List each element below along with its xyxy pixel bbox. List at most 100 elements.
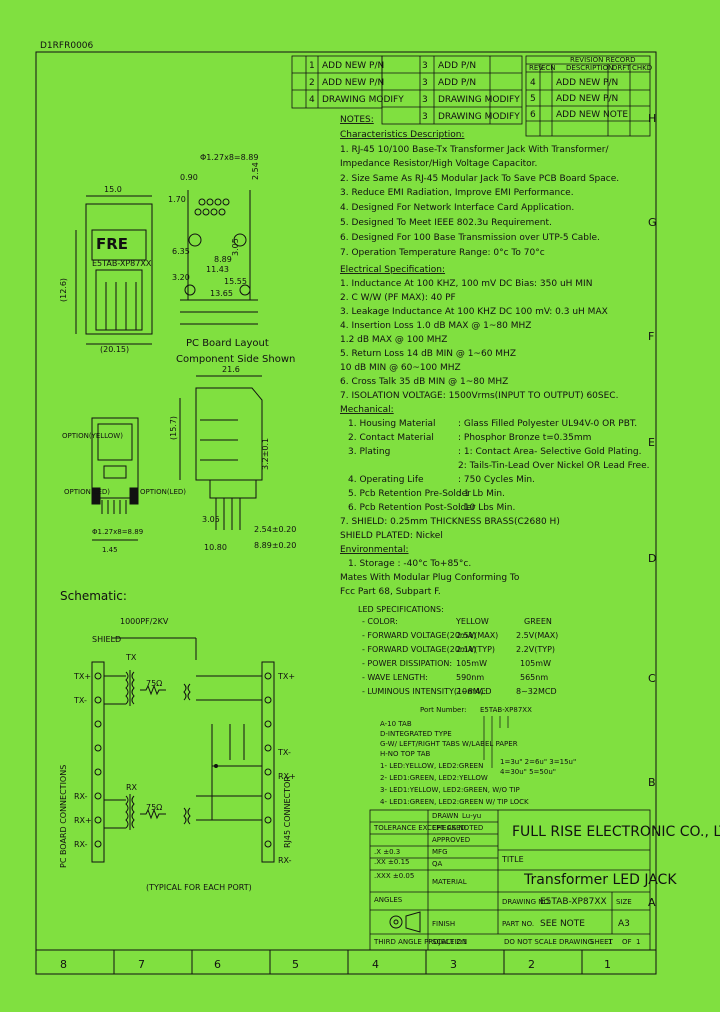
top-view-dims: 15.0 (12.6) (20.15) (59, 185, 129, 354)
svg-text:DRAWING NO.: DRAWING NO. (502, 898, 551, 906)
svg-text:PC BOARD CONNECTIONS: PC BOARD CONNECTIONS (59, 765, 68, 868)
svg-text:RJ45 CONNECTOR: RJ45 CONNECTOR (283, 776, 292, 848)
zone-number: 5 (292, 958, 299, 971)
zone-number: 7 (138, 958, 145, 971)
svg-text:TX: TX (125, 653, 137, 662)
svg-text:15.0: 15.0 (104, 185, 122, 194)
svg-text:REVISION RECORD: REVISION RECORD (570, 56, 636, 64)
svg-text:1- LED:YELLOW, LED2:GREEN: 1- LED:YELLOW, LED2:GREEN (380, 762, 483, 770)
svg-text:TX-: TX- (73, 696, 87, 705)
svg-text:DESCRIPTION: DESCRIPTION (566, 64, 613, 72)
svg-text:Mates With Modular Plug Confor: Mates With Modular Plug Conforming To (340, 573, 520, 583)
drawing-title: Transformer LED JACK (523, 872, 677, 888)
svg-text:2:1: 2:1 (456, 938, 467, 946)
svg-text:5. Return Loss 14 dB MIN: 5. Return Loss 14 dB MIN @ 1~60 MHZ (340, 349, 516, 359)
svg-text:1. RJ-45 10/100 Base-Tx Transf: 1. RJ-45 10/100 Base-Tx Transformer Jack… (340, 145, 609, 155)
revision-grid (291, 55, 651, 137)
capacitor-label: 1000PF/2KV (120, 617, 169, 626)
svg-text:590nm: 590nm (456, 673, 484, 682)
part-number-tree: Port Number: E5TAB-XP87XX A-10 TAB D-INT… (380, 706, 576, 806)
side-view-dims: 21.6 (15.7) 3.2±0.1 3.05 10.80 2.54±0.20… (169, 365, 296, 552)
svg-text:7. ISOLATION VOLTAGE: 1500Vrms: 7. ISOLATION VOLTAGE: 1500Vrms(INPUT TO … (340, 391, 618, 401)
svg-text:MFG: MFG (432, 848, 448, 856)
svg-text:21.6: 21.6 (222, 365, 240, 374)
svg-text:3: 3 (422, 95, 428, 105)
shield-label: SHIELD (92, 635, 121, 644)
svg-text:- FORWARD VOLTAGE(20mA): - FORWARD VOLTAGE(20mA) (362, 645, 476, 654)
part-tree-lines (483, 716, 509, 768)
svg-text:OPTION(LED): OPTION(LED) (64, 488, 110, 496)
svg-text:(15.7): (15.7) (169, 416, 178, 440)
svg-text:A3: A3 (618, 919, 630, 929)
svg-text:1.45: 1.45 (102, 546, 118, 554)
svg-text:: 1 Lb Min.: : 1 Lb Min. (458, 489, 505, 499)
svg-text:3. Plating: 3. Plating (348, 447, 390, 457)
svg-text:4: 4 (309, 95, 315, 105)
svg-text:3.20: 3.20 (172, 273, 190, 282)
svg-text:3.2±0.1: 3.2±0.1 (261, 438, 270, 470)
svg-text:6. Pcb Retention Post-Solder: 6. Pcb Retention Post-Solder (348, 503, 476, 513)
svg-text:6. Designed For 100 Base Trans: 6. Designed For 100 Base Transmission ov… (340, 233, 600, 243)
svg-text:(TYPICAL FOR EACH PORT): (TYPICAL FOR EACH PORT) (146, 883, 252, 892)
title-block-grid (369, 809, 651, 951)
zone-letter: D (648, 552, 656, 565)
svg-text:3.05: 3.05 (231, 238, 240, 256)
svg-text:4- LED1:GREEN, LED2:GREEN W/ T: 4- LED1:GREEN, LED2:GREEN W/ TIP LOCK (380, 798, 529, 806)
mech-heading: Mechanical: (340, 405, 394, 415)
svg-text:: 1: Contact Area- Selective G: : 1: Contact Area- Selective Gold Platin… (458, 447, 642, 457)
svg-text:.XXX ±0.05: .XXX ±0.05 (374, 872, 414, 880)
env-heading: Environmental: (340, 545, 409, 555)
zone-letter: G (648, 216, 657, 229)
svg-text:Lu-yu: Lu-yu (462, 812, 481, 820)
svg-text:4=30u" 5=50u": 4=30u" 5=50u" (500, 768, 556, 776)
svg-text:THIRD ANGLE PROJECTION: THIRD ANGLE PROJECTION (373, 938, 467, 946)
svg-text:105mW: 105mW (456, 659, 487, 668)
svg-text:1: 1 (636, 938, 640, 946)
svg-text:ADD P/N: ADD P/N (438, 78, 476, 88)
zone-numbers: 8 7 6 5 4 3 2 1 (60, 958, 611, 971)
svg-text:OF: OF (622, 938, 632, 946)
company-name: FULL RISE ELECTRONIC CO., LTD (512, 824, 720, 840)
svg-text:4. Designed For Network Interf: 4. Designed For Network Interface Card A… (340, 203, 574, 213)
revision-left-rows: 1 ADD NEW P/N 2 ADD NEW P/N 4 DRAWING MO… (309, 61, 404, 105)
svg-text:2.5V(MAX): 2.5V(MAX) (516, 631, 558, 640)
svg-text:8.89: 8.89 (214, 255, 232, 264)
zone-number: 3 (450, 958, 457, 971)
svg-text:Φ1.27x8=8.89: Φ1.27x8=8.89 (200, 153, 258, 162)
svg-text:SHEET: SHEET (590, 938, 614, 946)
svg-text:0.90: 0.90 (180, 173, 198, 182)
zone-letter: F (648, 330, 654, 343)
zone-number: 8 (60, 958, 67, 971)
svg-text:RX-: RX- (278, 856, 292, 865)
svg-text:CHKD: CHKD (632, 64, 652, 72)
svg-text:CHECKED: CHECKED (432, 824, 466, 832)
zone-number: 2 (528, 958, 535, 971)
svg-text:DRFT: DRFT (612, 64, 631, 72)
svg-text:RX+: RX+ (74, 816, 92, 825)
pcb-caption: PC Board Layout (186, 338, 269, 349)
svg-text:1. Storage : -40°c To+85°c.: 1. Storage : -40°c To+85°c. (348, 559, 471, 569)
svg-text:ANGLES: ANGLES (374, 896, 403, 904)
side-view-drawing (179, 375, 263, 530)
zone-number: 4 (372, 958, 379, 971)
schematic-labels: TX RX 75Ω 75Ω TX+ TX- RX+ RX- RX- TX+ TX… (59, 653, 296, 892)
svg-text:APPROVED: APPROVED (432, 836, 470, 844)
svg-text:2: 2 (309, 78, 315, 88)
pcb-dims: 15.55 13.65 11.43 8.89 2.54 3.05 6.35 1.… (168, 153, 260, 298)
svg-text:1: 1 (309, 61, 315, 71)
front-view-labels: OPTION(YELLOW) OPTION(LED) OPTION(LED) Φ… (62, 432, 186, 554)
svg-text:1. Housing Material: 1. Housing Material (348, 419, 435, 429)
zone-letter: C (648, 672, 656, 685)
svg-text:DRAWN: DRAWN (432, 812, 459, 820)
svg-text:- COLOR:: - COLOR: (362, 617, 398, 626)
zone-letter: B (648, 776, 656, 789)
svg-text:: Glass Filled Polyester UL94V: : Glass Filled Polyester UL94V-0 OR PBT. (458, 419, 637, 429)
svg-text:4. Operating Life: 4. Operating Life (348, 475, 424, 485)
svg-text:4: 4 (530, 78, 536, 88)
svg-text:5. Pcb Retention Pre-Solder: 5. Pcb Retention Pre-Solder (348, 489, 471, 499)
svg-text:SEE NOTE: SEE NOTE (540, 919, 585, 929)
svg-text:6: 6 (530, 110, 536, 120)
pcb-layout (180, 190, 258, 325)
jack-label: E5TAB-XP87XX (92, 259, 152, 268)
svg-text:Φ1.27x8=8.89: Φ1.27x8=8.89 (92, 528, 143, 536)
